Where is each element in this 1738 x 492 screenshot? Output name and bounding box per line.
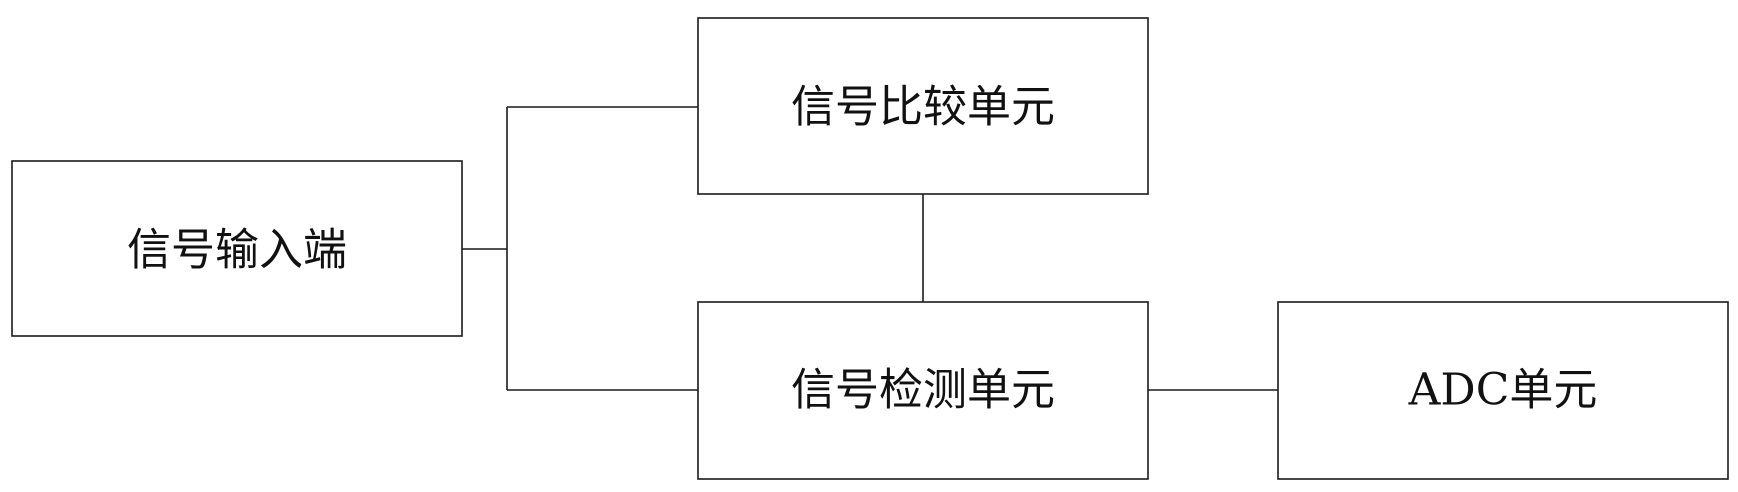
node-signal-compare-unit-box	[697, 17, 1149, 195]
connectors	[462, 106, 1278, 391]
node-signal-compare-unit: 信号比较单元	[697, 17, 1149, 195]
node-signal-input: 信号输入端	[11, 160, 463, 337]
node-signal-detect-unit-box	[697, 301, 1149, 480]
node-signal-input-box	[11, 160, 463, 337]
node-signal-detect-unit-label: 信号检测单元	[791, 365, 1055, 416]
node-adc-unit: ADC单元	[1277, 301, 1729, 480]
node-signal-input-label: 信号输入端	[127, 225, 347, 276]
node-adc-unit-label: ADC单元	[1408, 365, 1598, 416]
node-adc-unit-box	[1277, 301, 1729, 480]
node-signal-detect-unit: 信号检测单元	[697, 301, 1149, 480]
node-signal-compare-unit-label: 信号比较单元	[791, 82, 1055, 133]
